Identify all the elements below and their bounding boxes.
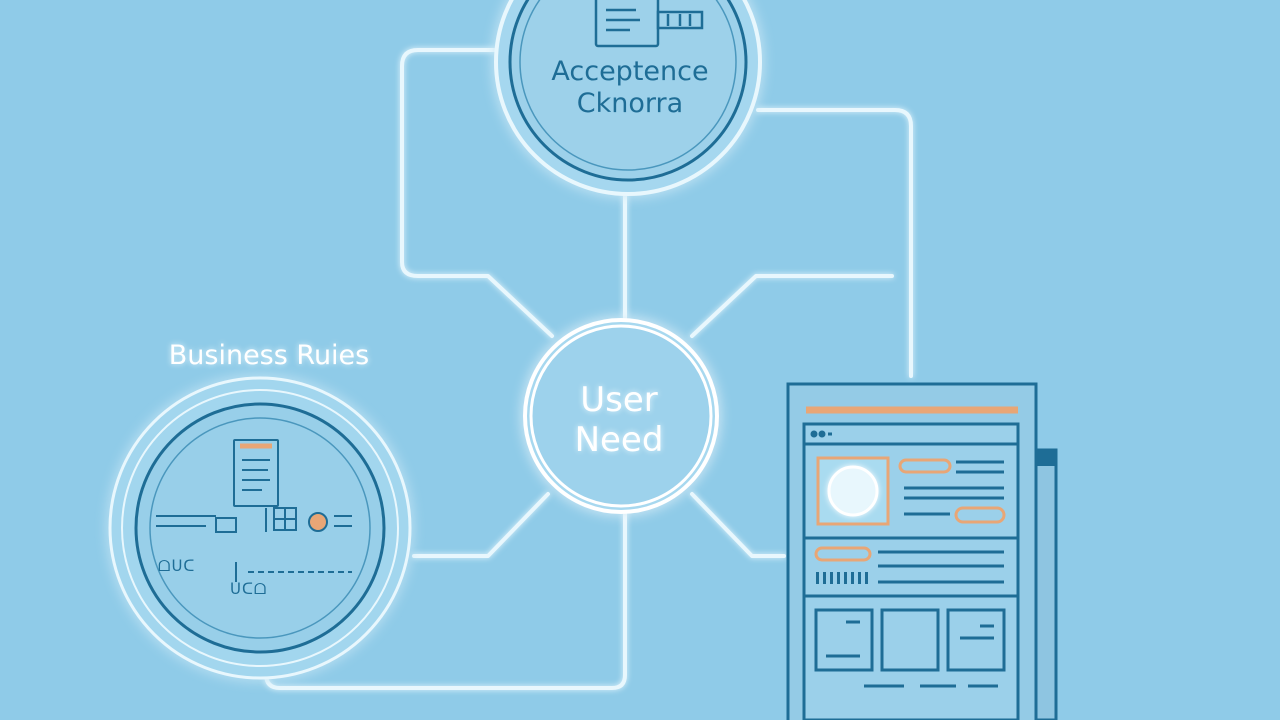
user-need-circle: [529, 324, 713, 508]
mockup-dot-2: [818, 430, 826, 438]
mockup-dot-1: [810, 430, 818, 438]
connector-un-bottom: [264, 508, 627, 690]
user-need-label-line1: User: [580, 380, 658, 420]
acceptance-criteria-label-line1: Acceptence: [551, 56, 709, 87]
connector-un-lower-left: [412, 492, 550, 558]
document-icon: [594, 0, 704, 48]
mockup-card-1: [814, 608, 874, 672]
business-rules-glyph-line2: ᑌᑕᗝ: [230, 580, 268, 598]
mockup-card-3: [946, 608, 1006, 672]
connector-un-upper-right: [690, 274, 894, 338]
connector-ac-right-loop: [756, 108, 913, 378]
user-need-label-line2: Need: [574, 420, 664, 460]
mockup-hero-circle: [827, 465, 879, 517]
business-rules-node[interactable]: [108, 376, 412, 680]
mockup-shadow-tab: [1036, 450, 1056, 466]
web-page-mockup-icon[interactable]: [786, 382, 1058, 720]
mockup-shadow-page: [1034, 448, 1058, 720]
mockup-pill-3: [814, 546, 872, 562]
business-rules-glyph-line1: ᗝᑌᑕ: [158, 557, 196, 575]
mockup-pill-1: [898, 458, 952, 474]
business-rules-inner-ring: [149, 417, 371, 639]
acceptance-criteria-ring: [508, 0, 748, 182]
connector-un-lower-right: [690, 492, 786, 558]
connector-ac-left-loop: [400, 48, 554, 338]
mockup-pill-2: [954, 506, 1006, 524]
user-need-node[interactable]: [523, 318, 719, 514]
acceptance-criteria-inner-ring: [519, 0, 737, 171]
acceptance-criteria-label-line2: Cknorra: [576, 88, 684, 119]
acceptance-criteria-node[interactable]: [494, 0, 762, 196]
document-icon: [233, 439, 279, 507]
connector-lines: [264, 48, 913, 690]
business-rules-ring: [134, 402, 386, 654]
rule-row-icons: [156, 507, 352, 582]
business-rules-halo-mid: [121, 389, 399, 667]
mockup-card-2: [880, 608, 940, 672]
business-rules-label: Business Ruies: [168, 340, 370, 371]
